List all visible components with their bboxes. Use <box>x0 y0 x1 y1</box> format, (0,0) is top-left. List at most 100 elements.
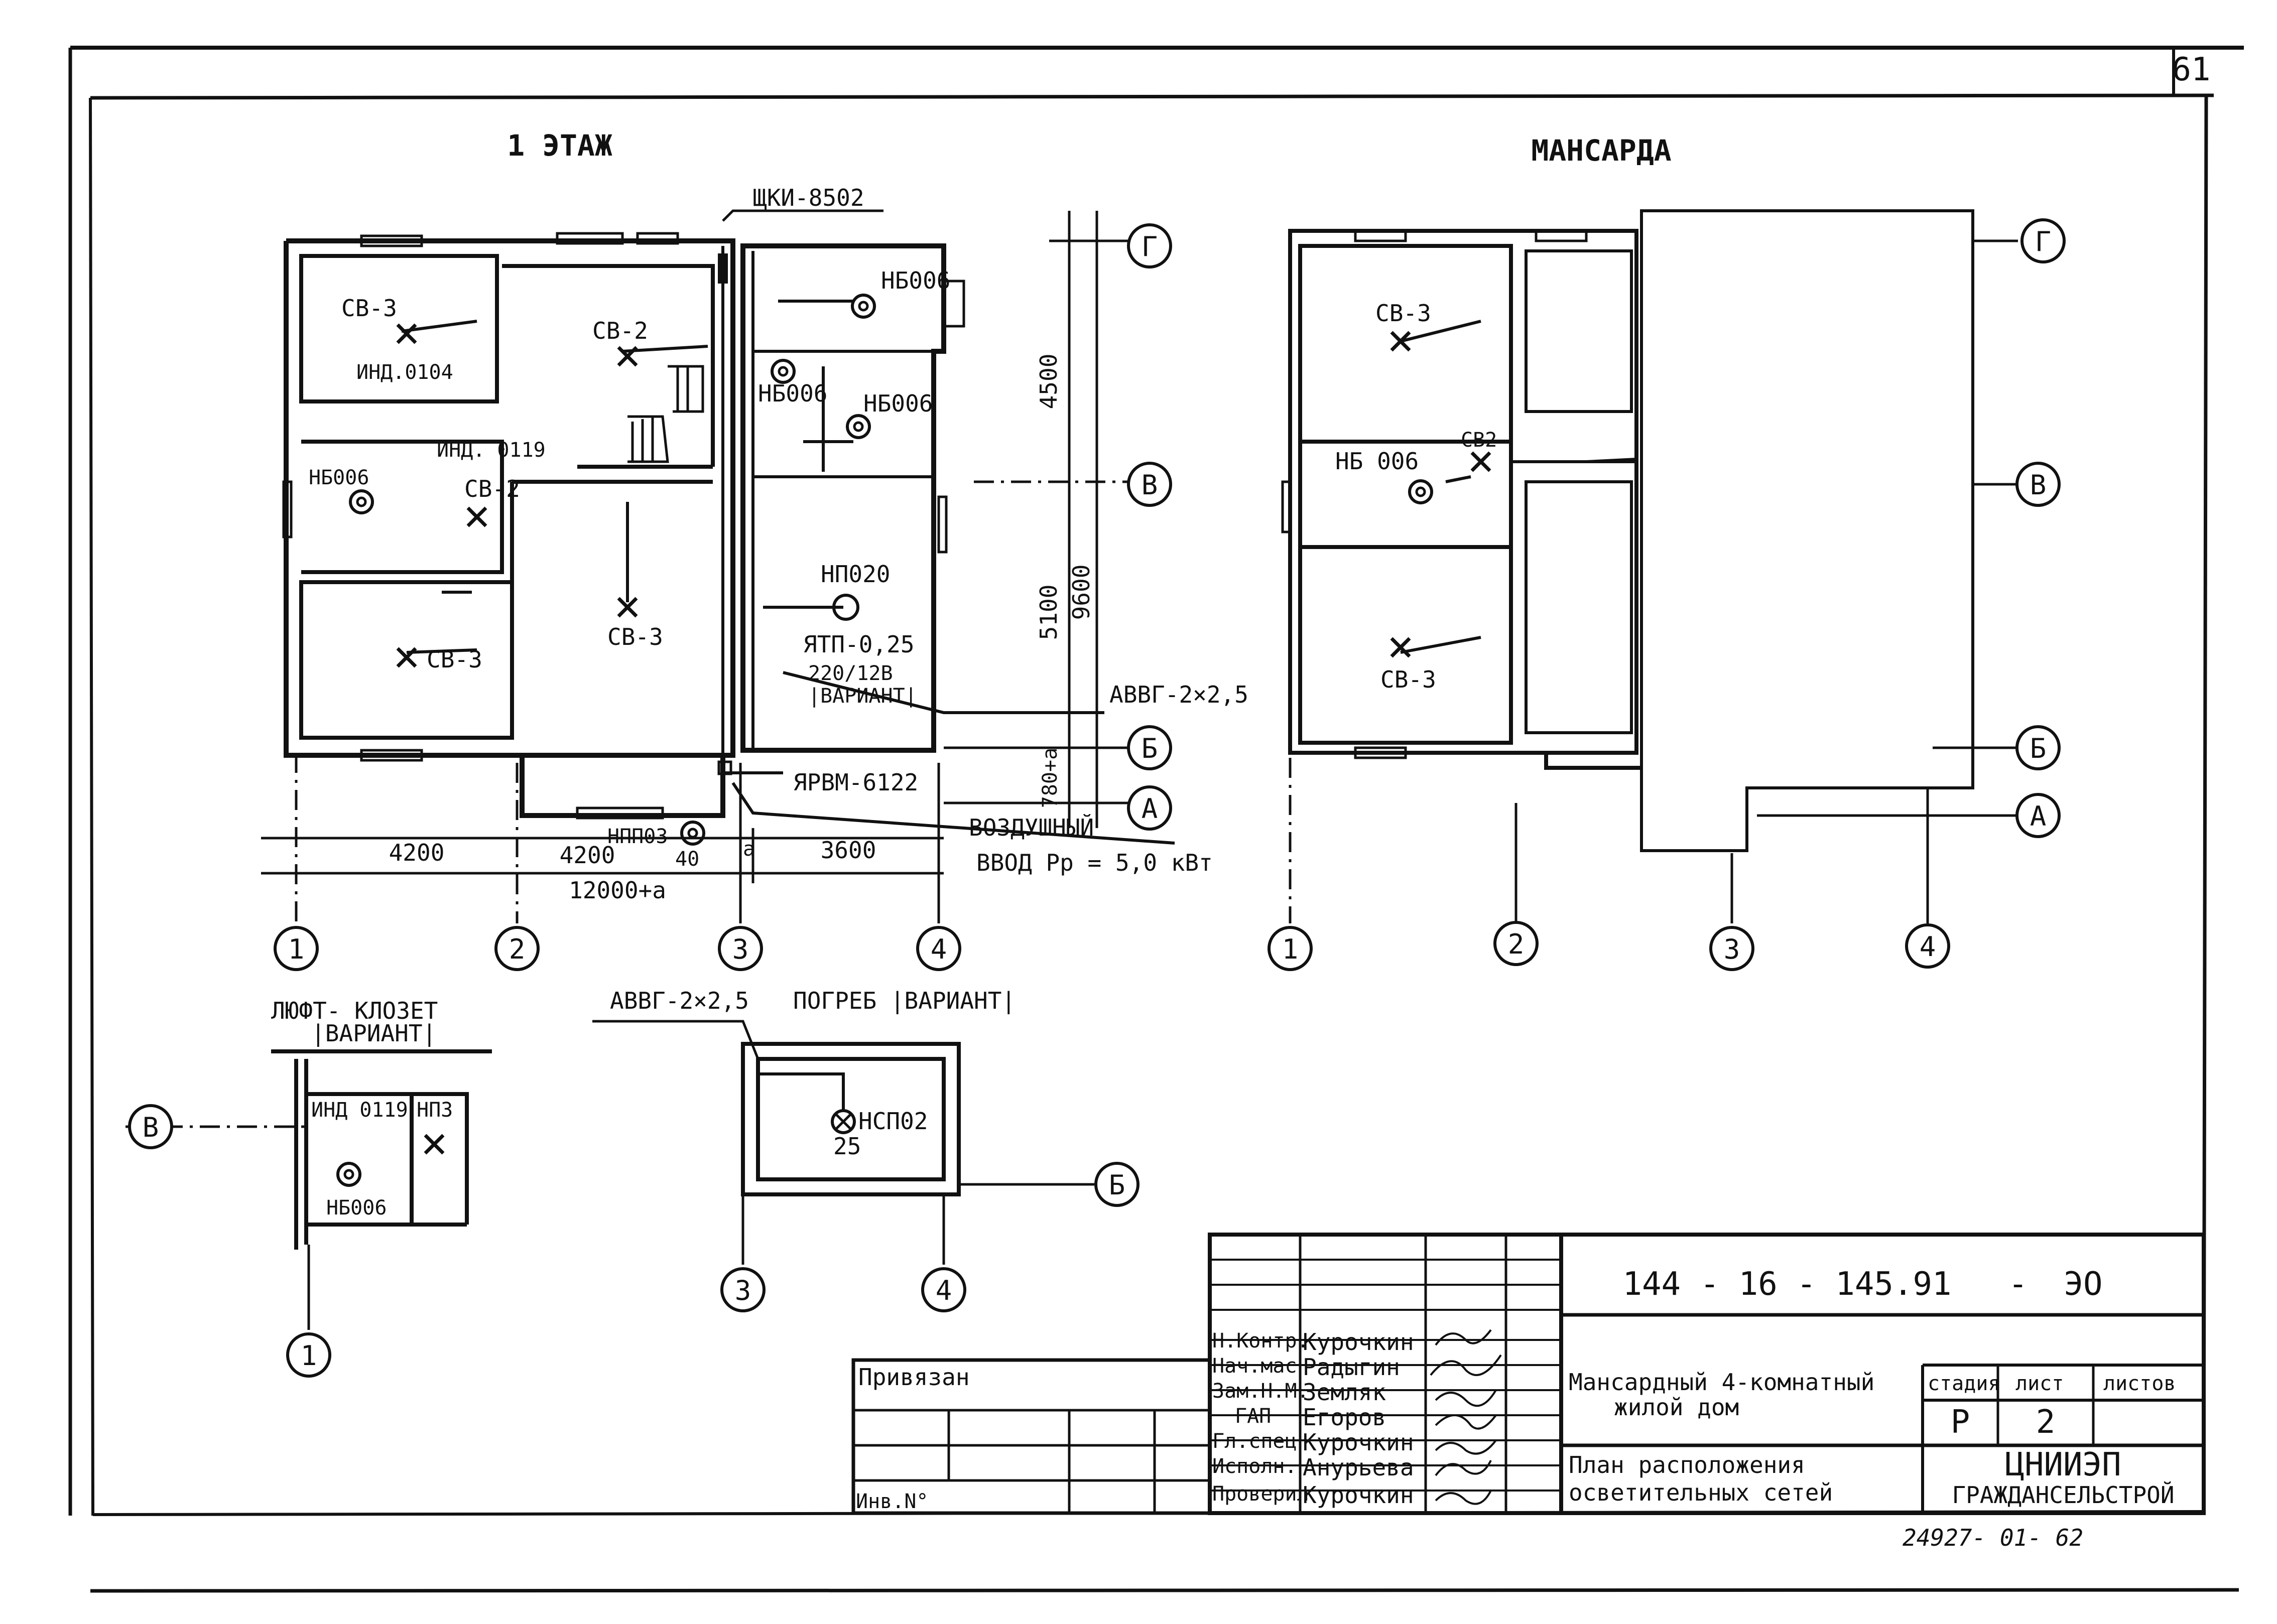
attic-axis-markers: 1 2 3 4 Г В Б А <box>1269 220 2064 970</box>
label-transformer: ЯТП-0,25 <box>803 631 915 658</box>
panel-icon <box>718 253 728 284</box>
sheet-title: План расположения <box>1569 1451 1805 1478</box>
cellar-variant: ПОГРЕБ |ВАРИАНТ| АВВГ-2×2,5 НСП02 25 Б 3… <box>592 987 1138 1311</box>
dim-total: 12000+а <box>569 877 666 904</box>
cellar-title: ПОГРЕБ |ВАРИАНТ| <box>793 987 1016 1015</box>
signatures <box>1430 1329 1502 1505</box>
label-sv2: СВ-2 <box>464 475 520 502</box>
page-number: 61 <box>2172 51 2210 88</box>
label-entry-power: ВВОД Рр = 5,0 кВт <box>976 849 1213 876</box>
floor-1-walls <box>284 238 946 818</box>
org-name-line2: ГРАЖДАНСЕЛЬСТРОЙ <box>1952 1481 2174 1509</box>
label-np3: НП3 <box>417 1099 453 1122</box>
attic-title: МАНСАРДА <box>1531 133 1671 168</box>
dim-4500: 4500 <box>1035 354 1062 410</box>
sheet-title-line2: осветительных сетей <box>1569 1479 1833 1506</box>
lamp-ring-icon <box>852 295 874 317</box>
axis-label: Г <box>2035 226 2052 257</box>
doc-dash: - <box>2008 1266 2028 1303</box>
axis-label: Б <box>1142 733 1158 764</box>
label-cable: АВВГ-2×2,5 <box>610 987 749 1014</box>
title-block <box>851 1233 2206 1515</box>
object-name-line2: жилой дом <box>1614 1394 1739 1421</box>
axis-label: В <box>1142 469 1158 501</box>
dim-3600: 3600 <box>821 837 876 864</box>
axis-label: 3 <box>732 933 749 965</box>
sheets-header: листов <box>2103 1372 2176 1395</box>
panel-label: ЩКИ-8502 <box>753 184 864 211</box>
label-voltage: 220/12В <box>808 662 893 685</box>
axis-label: 1 <box>288 933 305 965</box>
floor-1-title: 1 ЭТАЖ <box>507 128 612 163</box>
axis-label: 4 <box>936 1275 952 1306</box>
label-nb006: НБ006 <box>309 466 369 489</box>
axis-label: 2 <box>509 933 526 965</box>
label-nb006: НБ006 <box>863 390 933 417</box>
label-sv3: СВ-3 <box>427 646 482 673</box>
attic-axis-lines <box>1289 239 2018 923</box>
dim-5100: 5100 <box>1035 585 1062 640</box>
label-variant: |ВАРИАНТ| <box>808 685 917 708</box>
lamp-x-icon <box>1392 332 1410 350</box>
person: Анурьева <box>1303 1454 1414 1481</box>
label-nb006: НБ006 <box>758 380 827 407</box>
axis-label: 4 <box>1920 931 1936 963</box>
lamp-x-icon <box>468 508 486 526</box>
lamp-x-icon <box>425 1135 443 1153</box>
axis-label: Г <box>1142 231 1158 262</box>
dim-4200: 4200 <box>560 842 615 869</box>
label-cable: АВВГ-2×2,5 <box>1109 681 1248 708</box>
axis-label: 4 <box>931 933 947 965</box>
floor-1-plan: 1 ЭТАЖ <box>261 128 1248 970</box>
axis-label: А <box>1142 793 1158 825</box>
cellar-walls <box>741 1042 961 1196</box>
axis-label: А <box>2030 800 2047 832</box>
dim-780: 780+а <box>1039 748 1062 808</box>
lamp-ring-icon <box>847 416 869 438</box>
label-sv3: СВ-3 <box>1380 666 1436 693</box>
role: ГАП <box>1235 1405 1271 1428</box>
closet-variant: ЛЮФТ- КЛОЗЕТ |ВАРИАНТ| ИНД 0119 НП3 НБ00… <box>125 997 492 1376</box>
lamp-ring-icon <box>350 491 372 513</box>
dim-9600: 9600 <box>1068 565 1095 620</box>
role: Исполн. <box>1212 1455 1297 1478</box>
doc-code: 144 - 16 - 145.91 <box>1622 1266 1951 1303</box>
inv-label: Инв.N° <box>856 1490 929 1513</box>
label-lamp: НСП02 <box>858 1108 928 1135</box>
label-yrvm: ЯРВМ-6122 <box>793 769 918 796</box>
label-40: 40 <box>675 848 699 871</box>
object-name: Мансардный 4-комнатный <box>1569 1369 1874 1396</box>
closet-walls <box>271 1049 492 1250</box>
label-sv3: СВ-3 <box>341 295 397 322</box>
label-nb006: НБ006 <box>326 1196 387 1220</box>
box-icon <box>717 760 732 775</box>
stage-header: стадия <box>1928 1372 2000 1395</box>
person: Радыгин <box>1303 1354 1400 1381</box>
dimension-lines <box>261 211 1129 923</box>
label-nb006: НБ 006 <box>1335 448 1419 475</box>
org-name: ЦНИИЭП <box>2005 1446 2121 1483</box>
attic-wiring <box>1400 320 1637 654</box>
attic-windows <box>1281 229 1588 759</box>
lamp-x-icon <box>1472 453 1490 471</box>
closet-variant-label: |ВАРИАНТ| <box>311 1020 436 1047</box>
label-sv2: СВ2 <box>1461 429 1497 452</box>
axis-label: В <box>143 1112 159 1143</box>
person: Земляк <box>1303 1379 1386 1406</box>
label-nb006: НБ006 <box>881 267 950 294</box>
attic-plan: МАНСАРДА СВ-3 СВ <box>1269 133 2064 970</box>
dim-4200: 4200 <box>389 839 445 866</box>
label-np020: НП020 <box>821 561 890 588</box>
axis-label: 3 <box>1724 933 1740 965</box>
privyazan-label: Привязан <box>858 1364 970 1391</box>
lamp-ring-icon <box>338 1163 360 1185</box>
axis-label: Б <box>1109 1169 1125 1201</box>
doc-section: ЭО <box>2064 1266 2102 1303</box>
lamp-ring-icon <box>682 822 704 844</box>
archive-number: 24927- 01- 62 <box>1903 1524 2083 1551</box>
person: Курочкин <box>1303 1429 1414 1456</box>
role: Проверил <box>1212 1482 1309 1506</box>
axis-markers: 1 2 3 4 Г В Б А <box>275 225 1171 970</box>
axis-label: 1 <box>301 1340 317 1372</box>
